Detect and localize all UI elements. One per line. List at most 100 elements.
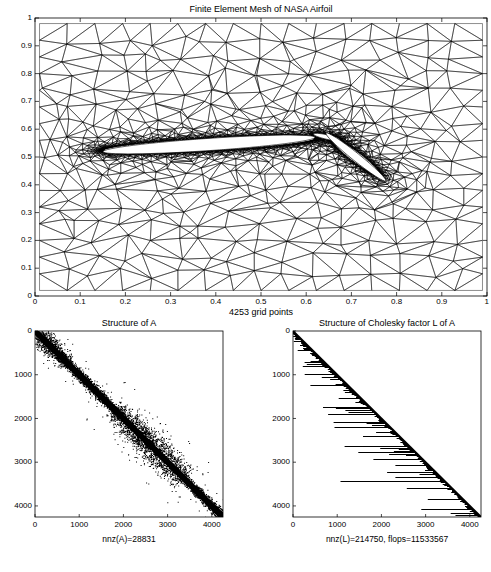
tick-mark	[306, 292, 307, 296]
sparsity-plot	[35, 331, 223, 517]
tick-mark	[483, 18, 487, 19]
tick-mark	[483, 240, 487, 241]
tick-mark	[483, 268, 487, 269]
tick-label: 0	[286, 327, 290, 335]
tick-mark	[293, 514, 294, 517]
tick-mark	[35, 184, 39, 185]
diagonal-line	[293, 331, 481, 517]
plot-title: Structure of A	[102, 319, 157, 328]
tick-mark	[215, 18, 216, 22]
tick-label: 2000	[373, 521, 391, 529]
tick-label: 4000	[272, 502, 290, 510]
axis-label: nnz(A)=28831	[102, 535, 156, 544]
tick-label: 0.5	[21, 153, 32, 161]
tick-label: 3000	[159, 521, 177, 529]
axes-frame	[35, 18, 487, 296]
tick-mark	[293, 418, 296, 419]
tick-mark	[337, 514, 338, 517]
tick-label: 0.4	[210, 298, 221, 306]
tick-mark	[293, 505, 296, 506]
sparsity-plot	[293, 331, 481, 517]
tick-label: 0	[33, 298, 37, 306]
tick-mark	[35, 374, 38, 375]
tick-label: 3000	[417, 521, 435, 529]
tick-mark	[35, 129, 39, 130]
tick-label: 0.6	[301, 298, 312, 306]
tick-label: 4000	[203, 521, 221, 529]
tick-label: 0.3	[165, 298, 176, 306]
tick-mark	[35, 268, 39, 269]
tick-mark	[441, 292, 442, 296]
tick-label: 0.2	[120, 298, 131, 306]
tick-mark	[170, 18, 171, 22]
tick-mark	[483, 45, 487, 46]
tick-label: 4000	[461, 521, 479, 529]
tick-mark	[487, 292, 488, 296]
tick-mark	[293, 374, 296, 375]
tick-mark	[483, 212, 487, 213]
tick-label: 0.3	[21, 209, 32, 217]
axes	[35, 18, 487, 517]
tick-mark	[261, 18, 262, 22]
airfoil-element	[103, 131, 316, 158]
tick-mark	[80, 292, 81, 296]
tick-label: 0.9	[21, 42, 32, 50]
tick-label: 2000	[14, 415, 32, 423]
tick-label: 0	[28, 327, 32, 335]
tick-mark	[35, 418, 38, 419]
tick-label: 0.1	[21, 264, 32, 272]
tick-mark	[381, 514, 382, 517]
tick-mark	[483, 157, 487, 158]
axis-label: 4253 grid points	[229, 308, 293, 317]
tick-label: 3000	[14, 458, 32, 466]
tick-label: 2000	[272, 415, 290, 423]
tick-mark	[351, 292, 352, 296]
tick-label: 0.7	[346, 298, 357, 306]
axes-frame	[293, 331, 481, 517]
tick-mark	[35, 73, 39, 74]
mesh	[40, 24, 483, 291]
tick-label: 1000	[272, 371, 290, 379]
tick-label: 0	[291, 521, 295, 529]
tick-mark	[211, 514, 212, 517]
tick-mark	[170, 292, 171, 296]
airfoil-element	[323, 130, 388, 184]
tick-mark	[215, 292, 216, 296]
tick-label: 4000	[14, 502, 32, 510]
axes-frame	[35, 331, 223, 517]
tick-label: 0.9	[436, 298, 447, 306]
tick-mark	[123, 514, 124, 517]
tick-label: 1	[28, 14, 32, 22]
tick-mark	[351, 18, 352, 22]
tick-mark	[293, 462, 296, 463]
tick-mark	[35, 296, 39, 297]
tick-mark	[483, 184, 487, 185]
axis-label: nnz(L)=214750, flops=11533567	[326, 535, 448, 544]
tick-mark	[35, 331, 38, 332]
tick-label: 0.8	[21, 70, 32, 78]
tick-mark	[125, 18, 126, 22]
tick-mark	[35, 292, 36, 296]
tick-label: 0.1	[75, 298, 86, 306]
chart-title: Finite Element Mesh of NASA Airfoil	[190, 5, 333, 14]
tick-mark	[483, 296, 487, 297]
tick-mark	[425, 514, 426, 517]
tick-label: 0.2	[21, 236, 32, 244]
tick-mark	[167, 514, 168, 517]
nonzero-dots	[35, 331, 223, 517]
tick-label: 0.4	[21, 181, 32, 189]
factor-rows	[293, 331, 481, 517]
tick-label: 0.5	[255, 298, 266, 306]
tick-mark	[483, 101, 487, 102]
tick-mark	[293, 331, 296, 332]
tick-label: 0.7	[21, 97, 32, 105]
tick-mark	[35, 212, 39, 213]
tick-label: 3000	[272, 458, 290, 466]
tick-mark	[35, 514, 36, 517]
tick-label: 1000	[328, 521, 346, 529]
plot-title: Structure of Cholesky factor L of A	[319, 319, 455, 328]
tick-mark	[306, 18, 307, 22]
tick-mark	[35, 462, 38, 463]
tick-mark	[469, 514, 470, 517]
